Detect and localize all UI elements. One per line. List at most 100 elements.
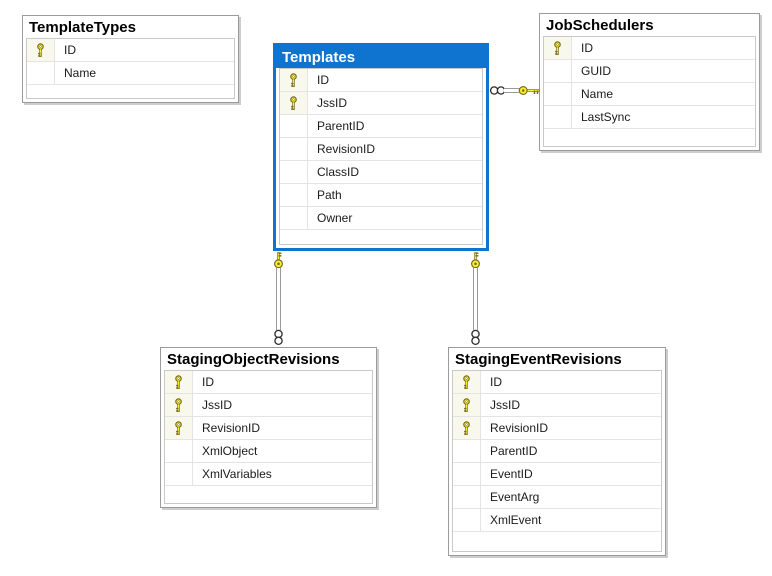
primary-key-icon xyxy=(463,420,470,435)
relationship-line[interactable] xyxy=(473,268,478,330)
relationship-templates-jobschedulers[interactable] xyxy=(489,83,540,99)
primary-key-cell xyxy=(27,62,55,84)
primary-key-cell xyxy=(453,371,481,393)
table-row[interactable]: JssID xyxy=(453,394,661,417)
column-name: JssID xyxy=(490,398,520,412)
table-row[interactable]: Path xyxy=(280,184,482,207)
column-name: EventID xyxy=(490,467,533,481)
columns-grid: ID JssID RevisionID ParentID EventID EventArg… xyxy=(452,370,662,552)
one-side-key-icon xyxy=(518,85,540,96)
table-templates[interactable]: Templates ID JssID ParentID RevisionID Class… xyxy=(273,43,489,251)
table-header[interactable]: StagingObjectRevisions xyxy=(167,350,340,368)
primary-key-cell xyxy=(280,69,308,91)
primary-key-cell xyxy=(544,60,572,82)
primary-key-cell xyxy=(280,161,308,183)
column-name: LastSync xyxy=(581,110,631,124)
many-side-infinity-icon xyxy=(274,329,283,346)
table-row[interactable]: Owner xyxy=(280,207,482,230)
column-name: ID xyxy=(317,73,329,87)
column-name: Name xyxy=(64,66,97,80)
column-name: ParentID xyxy=(490,444,538,458)
table-row[interactable]: Name xyxy=(544,83,755,106)
table-row[interactable]: GUID xyxy=(544,60,755,83)
primary-key-cell xyxy=(453,417,481,439)
table-row[interactable]: JssID xyxy=(165,394,372,417)
relationship-templates-stagingobjectrevisions[interactable] xyxy=(272,251,286,347)
table-row[interactable]: ID xyxy=(165,371,372,394)
table-row[interactable]: LastSync xyxy=(544,106,755,129)
table-row[interactable]: ParentID xyxy=(453,440,661,463)
column-name: ParentID xyxy=(317,119,365,133)
column-name: ID xyxy=(64,43,76,57)
table-row[interactable]: ID xyxy=(453,371,661,394)
primary-key-cell xyxy=(280,138,308,160)
column-name: Name xyxy=(581,87,614,101)
column-name: ID xyxy=(581,41,593,55)
column-name: EventArg xyxy=(490,490,540,504)
table-row[interactable]: RevisionID xyxy=(280,138,482,161)
table-templatetypes[interactable]: TemplateTypes ID Name xyxy=(22,15,239,103)
table-row[interactable]: XmlVariables xyxy=(165,463,372,486)
primary-key-icon xyxy=(175,420,182,435)
table-row[interactable]: ID xyxy=(27,39,234,62)
many-side-infinity-icon xyxy=(489,86,506,95)
primary-key-cell xyxy=(544,83,572,105)
column-name: ClassID xyxy=(317,165,360,179)
primary-key-cell xyxy=(165,371,193,393)
primary-key-icon xyxy=(175,397,182,412)
column-name: GUID xyxy=(581,64,611,78)
column-name: Owner xyxy=(317,211,353,225)
table-header[interactable]: TemplateTypes xyxy=(29,18,136,36)
table-row[interactable]: Name xyxy=(27,62,234,85)
table-row[interactable]: RevisionID xyxy=(453,417,661,440)
table-row[interactable]: JssID xyxy=(280,92,482,115)
column-name: ID xyxy=(202,375,214,389)
primary-key-icon xyxy=(175,374,182,389)
relationship-templates-stagingeventrevisions[interactable] xyxy=(469,251,483,347)
primary-key-cell xyxy=(453,509,481,531)
table-row[interactable]: RevisionID xyxy=(165,417,372,440)
column-name: RevisionID xyxy=(317,142,376,156)
table-stagingeventrevisions[interactable]: StagingEventRevisions ID JssID RevisionID P… xyxy=(448,347,666,556)
relationship-line[interactable] xyxy=(504,88,520,93)
primary-key-icon xyxy=(290,72,297,87)
primary-key-cell xyxy=(544,37,572,59)
primary-key-cell xyxy=(544,106,572,128)
table-row[interactable]: ID xyxy=(544,37,755,60)
columns-grid: ID Name xyxy=(26,38,235,99)
column-name: JssID xyxy=(202,398,232,412)
table-row[interactable]: ClassID xyxy=(280,161,482,184)
primary-key-cell xyxy=(165,417,193,439)
table-header[interactable]: StagingEventRevisions xyxy=(455,350,622,368)
primary-key-cell xyxy=(280,115,308,137)
primary-key-cell xyxy=(165,463,193,485)
primary-key-cell xyxy=(453,440,481,462)
column-name: RevisionID xyxy=(490,421,549,435)
one-side-key-icon xyxy=(273,252,284,269)
column-name: XmlEvent xyxy=(490,513,542,527)
table-stagingobjectrevisions[interactable]: StagingObjectRevisions ID JssID RevisionID… xyxy=(160,347,377,508)
primary-key-icon xyxy=(290,95,297,110)
table-row[interactable]: ParentID xyxy=(280,115,482,138)
table-row[interactable]: EventID xyxy=(453,463,661,486)
table-row[interactable]: ID xyxy=(280,69,482,92)
primary-key-icon xyxy=(463,397,470,412)
table-header[interactable]: Templates xyxy=(276,46,486,68)
primary-key-cell xyxy=(453,394,481,416)
primary-key-cell xyxy=(27,39,55,61)
table-row[interactable]: EventArg xyxy=(453,486,661,509)
primary-key-cell xyxy=(165,440,193,462)
table-row[interactable]: XmlEvent xyxy=(453,509,661,532)
many-side-infinity-icon xyxy=(471,329,480,346)
column-name: JssID xyxy=(317,96,347,110)
relationship-line[interactable] xyxy=(276,268,281,330)
table-row[interactable]: XmlObject xyxy=(165,440,372,463)
primary-key-cell xyxy=(280,184,308,206)
primary-key-cell xyxy=(280,92,308,114)
table-header[interactable]: JobSchedulers xyxy=(546,16,654,34)
